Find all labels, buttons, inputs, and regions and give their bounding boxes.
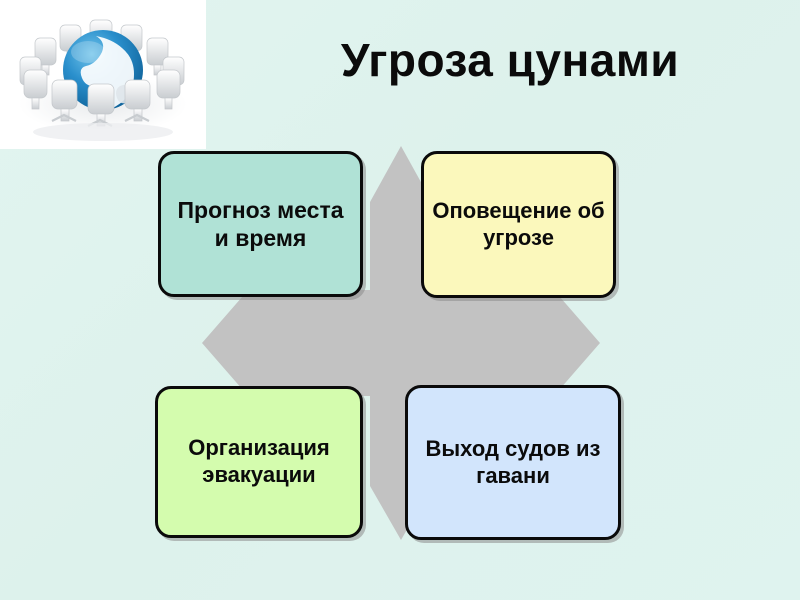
globe-with-chairs-image [0, 0, 206, 149]
four-way-arrow [202, 146, 600, 540]
slide-title: Угроза цунами [340, 34, 680, 86]
diagram-box-evacuation-label: Организация эвакуации [188, 435, 330, 487]
diagram-box-harbour-label: Выход судов из гавани [425, 435, 601, 488]
diagram-box-forecast-label: Прогноз места и время [177, 196, 344, 251]
diagram-box-warning[interactable]: Оповещение об угрозе [421, 151, 616, 298]
diagram-box-warning-label: Оповещение об угрозе [432, 197, 605, 250]
diagram-box-harbour[interactable]: Выход судов из гавани [405, 385, 621, 540]
diagram-box-forecast[interactable]: Прогноз места и время [158, 151, 363, 297]
diagram-box-evacuation[interactable]: Организация эвакуации [155, 386, 363, 538]
globe-chairs-illustration [0, 0, 206, 149]
